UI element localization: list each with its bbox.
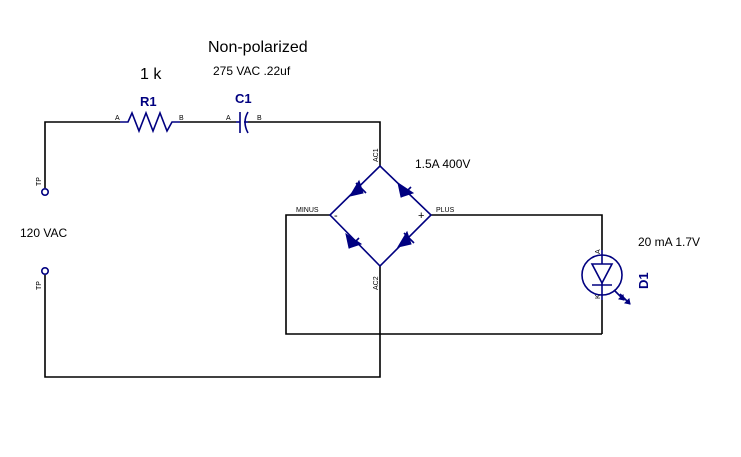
- source-voltage-label: 120 VAC: [20, 226, 67, 240]
- resistor-r1: A B R1: [115, 94, 184, 134]
- bridge-pin-ac2: AC2: [373, 276, 380, 290]
- c1-pin-a: A: [226, 115, 231, 122]
- bridge-pin-minus: MINUS: [296, 207, 319, 214]
- resistor-icon: [120, 110, 180, 134]
- c1-pin-b: B: [257, 115, 262, 122]
- wire-minus: [285, 214, 602, 335]
- bridge-rating-label: 1.5A 400V: [415, 157, 470, 171]
- bridge-pin-plus: PLUS: [436, 207, 455, 214]
- test-point-top-label: TP: [36, 177, 43, 186]
- bridge-minus-sign: -: [334, 210, 338, 222]
- capacitor-c1: A B C1: [226, 91, 262, 134]
- test-point-bottom-label: TP: [36, 281, 43, 290]
- wire-plus: [431, 214, 603, 250]
- wire-c1-bridge: [248, 121, 381, 166]
- bridge-plus-sign: +: [418, 210, 424, 222]
- r1-pin-b: B: [179, 115, 184, 122]
- diode-icon: [345, 232, 363, 249]
- bridge-pin-ac1: AC1: [373, 148, 380, 162]
- wires: [44, 121, 603, 378]
- led-rating-label: 20 mA 1.7V: [638, 235, 700, 249]
- led-pin-a: A: [595, 249, 602, 254]
- r1-ref: R1: [140, 94, 157, 109]
- test-point-bottom: TP: [36, 266, 49, 290]
- cap-type-label: Non-polarized: [208, 39, 308, 56]
- wire-top-left: [44, 121, 120, 188]
- test-point-bottom-icon: [40, 266, 49, 275]
- diode-icon: [397, 181, 415, 198]
- annotations: Non-polarized 1 k 275 VAC .22uf 1.5A 400…: [20, 39, 700, 249]
- led-triangle-icon: [590, 263, 614, 285]
- led-pin-k: K: [595, 294, 602, 299]
- d1-ref: D1: [636, 272, 651, 289]
- diode-icon: [396, 230, 415, 248]
- led-light-arrows-icon: [613, 289, 631, 305]
- test-point-top-icon: [40, 188, 49, 197]
- led-d1: A K D1: [581, 249, 651, 305]
- cap-value-label: 275 VAC .22uf: [213, 64, 291, 78]
- bridge-rectifier: AC1 AC2 MINUS PLUS - +: [296, 148, 455, 290]
- r1-pin-a: A: [115, 115, 120, 122]
- bridge-outline: [328, 164, 433, 268]
- wire-bottom: [44, 266, 381, 378]
- c1-ref: C1: [235, 91, 252, 106]
- diode-icon: [348, 179, 367, 197]
- test-point-top: TP: [36, 177, 49, 197]
- resistor-value-label: 1 k: [140, 66, 162, 83]
